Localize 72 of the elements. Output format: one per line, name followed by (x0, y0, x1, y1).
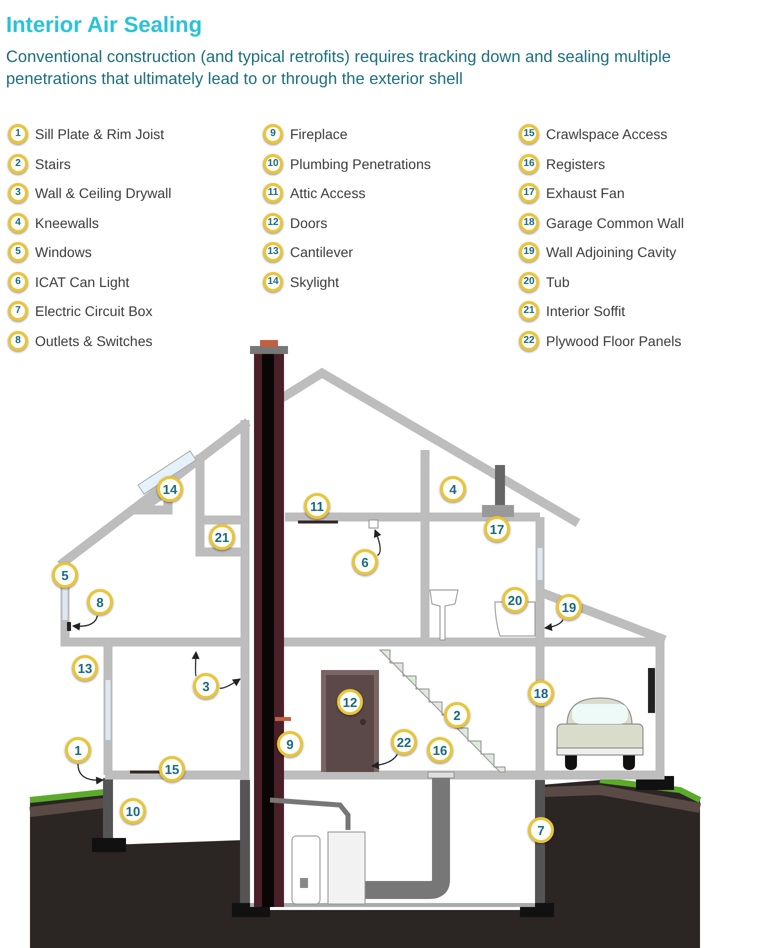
callout-number: 21 (519, 301, 539, 321)
key-text: Registers (546, 156, 606, 170)
callout-number: 16 (519, 154, 539, 174)
title: Interior Air Sealing (6, 11, 202, 39)
callout-number: 18 (519, 212, 539, 232)
callout-number: 1 (8, 124, 28, 144)
key-text: Attic Access (290, 186, 366, 200)
callout-number: 17 (519, 183, 539, 203)
callout-number: 5 (52, 562, 78, 588)
callout-number: 21 (209, 524, 235, 550)
key-text: Fireplace (290, 127, 348, 141)
callout-number: 11 (263, 183, 283, 203)
key-text: Plumbing Penetrations (290, 156, 431, 170)
callout-number: 20 (519, 272, 539, 292)
callout-number: 3 (193, 673, 219, 699)
key-text: Doors (290, 216, 328, 230)
callout-number: 11 (304, 493, 330, 519)
callout-number: 20 (502, 587, 528, 613)
leader-arrow (371, 754, 398, 770)
key-text: Windows (35, 245, 92, 259)
callout-number: 9 (263, 124, 283, 144)
callout-number: 12 (263, 212, 283, 232)
key-text: Sill Plate & Rim Joist (35, 127, 164, 141)
callout-number: 18 (528, 680, 554, 706)
key-text: Stairs (35, 156, 71, 170)
key-text: Tub (546, 274, 570, 288)
leader-arrow (77, 764, 104, 784)
leader-arrow (374, 529, 382, 556)
callout-number: 19 (556, 594, 582, 620)
callout-number: 7 (528, 817, 554, 843)
key-text: Electric Circuit Box (35, 304, 152, 318)
key-text: Kneewalls (35, 216, 99, 230)
callout-number: 10 (120, 798, 146, 824)
callout-number: 10 (263, 154, 283, 174)
callout-number: 4 (440, 476, 466, 502)
callout-number: 13 (263, 242, 283, 262)
key-text: Plywood Floor Panels (546, 334, 682, 348)
callout-number: 17 (484, 516, 510, 542)
callout-number: 6 (8, 272, 28, 292)
callout-number: 2 (444, 702, 470, 728)
key-text: Wall Adjoining Cavity (546, 245, 676, 259)
callout-number: 5 (8, 242, 28, 262)
callout-number: 13 (72, 655, 98, 681)
callout-number: 16 (427, 737, 453, 763)
callout-number: 22 (391, 729, 417, 755)
leader-arrow (220, 678, 241, 689)
callout-number: 8 (87, 589, 113, 615)
caption: Conventional construction (and typical retrofits) requires tracking down and sealing multiple penetrations that ultimately lead to or through the exterior shell (6, 47, 672, 90)
callout-number: 14 (263, 272, 283, 292)
key-text: Interior Soffit (546, 304, 626, 318)
callout-number: 2 (8, 154, 28, 174)
key-text: ICAT Can Light (35, 274, 130, 288)
key-text: Exhaust Fan (546, 186, 625, 200)
callout-number: 6 (352, 549, 378, 575)
callout-number: 3 (8, 183, 28, 203)
callout-number: 15 (159, 756, 185, 782)
key-text: Skylight (290, 274, 340, 288)
callout-number: 15 (519, 124, 539, 144)
key-text: Outlets & Switches (35, 334, 152, 348)
callout-number: 8 (8, 330, 28, 350)
key-text: Garage Common Wall (546, 216, 684, 230)
key-text: Wall & Ceiling Drywall (35, 186, 172, 200)
callout-number: 1 (65, 737, 91, 763)
callout-number: 22 (519, 330, 539, 350)
key-text: Crawlspace Access (546, 127, 668, 141)
key-text: Cantilever (290, 245, 354, 259)
callout-number: 9 (277, 731, 303, 757)
callout-number: 19 (519, 242, 539, 262)
leader-arrow (544, 619, 564, 631)
leader-arrow (72, 616, 98, 630)
callout-number: 7 (8, 301, 28, 321)
callout-number: 4 (8, 212, 28, 232)
